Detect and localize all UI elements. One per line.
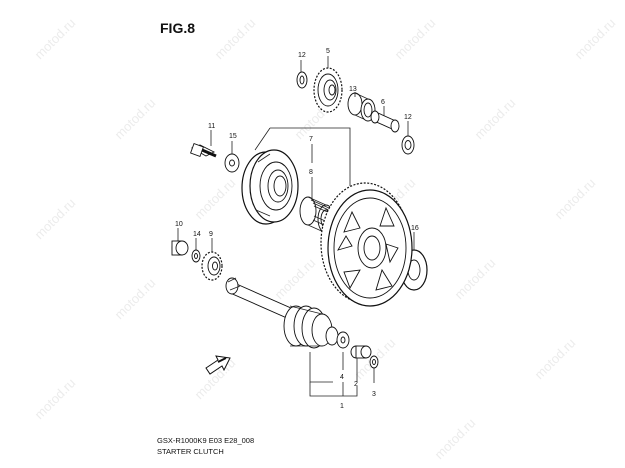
svg-text:motod.ru: motod.ru (192, 175, 239, 222)
callout-6: 6 (381, 99, 385, 106)
svg-text:motod.ru: motod.ru (32, 195, 79, 242)
part-10-bushing (171, 240, 189, 256)
svg-text:motod.ru: motod.ru (32, 375, 79, 422)
part-6-shaft (370, 110, 400, 133)
callout-11: 11 (208, 123, 215, 130)
callout-5: 5 (326, 48, 330, 55)
part-12-washer-top (296, 71, 308, 89)
svg-text:motod.ru: motod.ru (272, 255, 319, 302)
front-direction-arrow (205, 355, 231, 375)
callout-16: 16 (411, 225, 419, 232)
svg-text:motod.ru: motod.ru (392, 15, 439, 62)
svg-text:motod.ru: motod.ru (552, 175, 599, 222)
callout-8: 8 (309, 169, 313, 176)
callout-13: 13 (349, 86, 357, 93)
part-1-clutch-shaft-assembly (225, 277, 339, 349)
svg-text:motod.ru: motod.ru (472, 95, 519, 142)
callout-labels: 12 5 13 6 12 11 15 7 8 10 14 9 16 4 2 3 … (175, 48, 419, 410)
svg-text:motod.ru: motod.ru (112, 95, 159, 142)
part-7-clutch-housing (241, 149, 299, 225)
part-2-bushing (350, 345, 372, 359)
callout-14: 14 (193, 231, 201, 238)
part-14-washer (191, 249, 201, 263)
leader-lines (177, 56, 415, 397)
svg-text:motod.ru: motod.ru (532, 335, 579, 382)
callout-9: 9 (209, 231, 213, 238)
svg-text:motod.ru: motod.ru (572, 15, 619, 62)
diagram-code: GSX-R1000K9 E03 E28_008 (157, 436, 255, 445)
diagram-name: STARTER CLUTCH (157, 447, 224, 456)
part-11-bolt (190, 143, 217, 158)
part-15-washer (224, 153, 240, 173)
part-3-washer (369, 355, 379, 369)
callout-7: 7 (309, 136, 313, 143)
svg-text:motod.ru: motod.ru (452, 255, 499, 302)
callout-12-top: 12 (298, 52, 306, 59)
figure-title: FIG.8 (160, 20, 196, 36)
callout-12-right: 12 (404, 114, 412, 121)
callout-3: 3 (372, 391, 376, 398)
part-12-washer-right (401, 135, 415, 155)
callout-2: 2 (354, 381, 358, 388)
callout-4: 4 (340, 374, 344, 381)
callout-15: 15 (229, 133, 237, 140)
callout-1: 1 (340, 403, 344, 410)
starter-driven-gear (320, 182, 413, 307)
part-9-idle-gear (201, 251, 223, 281)
svg-text:motod.ru: motod.ru (32, 15, 79, 62)
part-4-washer (336, 331, 350, 349)
svg-text:motod.ru: motod.ru (112, 275, 159, 322)
callout-10: 10 (175, 221, 183, 228)
svg-text:motod.ru: motod.ru (432, 415, 479, 462)
svg-text:motod.ru: motod.ru (212, 15, 259, 62)
part-5-idle-gear (313, 67, 343, 113)
